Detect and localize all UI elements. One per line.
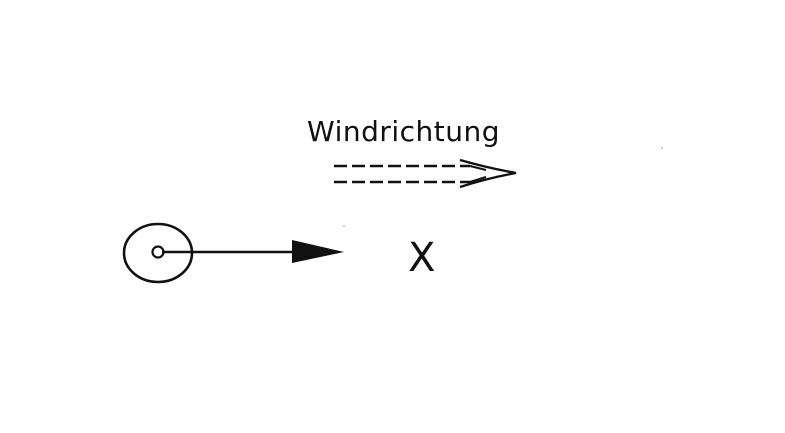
wind-direction-label: Windrichtung xyxy=(307,115,500,148)
scan-dot xyxy=(661,147,663,149)
scan-dot xyxy=(343,225,345,227)
solid-arrow-icon xyxy=(162,240,344,263)
cross-mark-icon: X xyxy=(408,235,436,281)
dashed-double-arrow-icon xyxy=(334,158,517,189)
